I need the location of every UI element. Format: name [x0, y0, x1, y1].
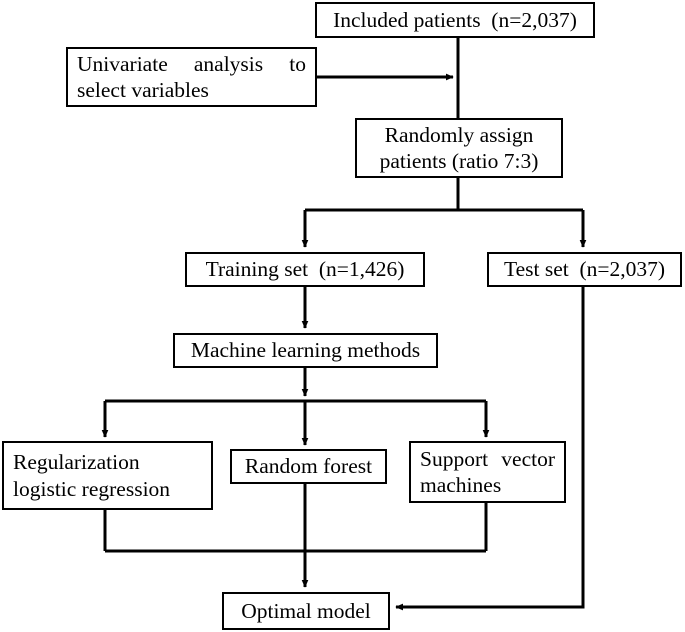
node-training-set-label: Training set (n=1,426) [205, 257, 405, 282]
node-univariate-line2: select variables [77, 78, 209, 102]
node-support-vector-machines[interactable]: Support vector machines [409, 441, 566, 503]
node-svm-line2: machines [420, 473, 502, 497]
node-optimal-model-label: Optimal model [241, 598, 371, 623]
node-svm-line1: Support vector [420, 446, 555, 472]
node-regularization-line2: logistic regression [13, 476, 171, 501]
node-included-patients-label: Included patients (n=2,037) [333, 7, 577, 32]
node-randomly-assign-line2: patients (ratio 7:3) [379, 149, 539, 173]
node-randomly-assign-line1: Randomly assign [384, 122, 534, 147]
node-included-patients[interactable]: Included patients (n=2,037) [315, 2, 595, 38]
node-regularization-logistic-regression[interactable]: Regularization logistic regression [2, 441, 213, 510]
node-random-forest-label: Random forest [244, 454, 373, 479]
node-optimal-model[interactable]: Optimal model [222, 592, 390, 630]
node-training-set[interactable]: Training set (n=1,426) [185, 252, 425, 287]
node-random-forest[interactable]: Random forest [230, 449, 387, 484]
node-univariate-line1: Univariate analysis to [77, 51, 306, 77]
node-ml-methods-label: Machine learning methods [190, 338, 421, 363]
node-regularization-line1: Regularization [13, 450, 140, 475]
node-test-set[interactable]: Test set (n=2,037) [487, 252, 682, 287]
node-univariate-analysis[interactable]: Univariate analysis to select variables [66, 47, 317, 107]
node-test-set-label: Test set (n=2,037) [503, 257, 666, 282]
node-univariate-word-2: analysis [193, 51, 264, 76]
node-svm-word-1: Support [420, 446, 489, 471]
node-randomly-assign[interactable]: Randomly assign patients (ratio 7:3) [355, 118, 563, 178]
node-univariate-word-1: Univariate [77, 51, 168, 76]
node-svm-word-2: vector [501, 446, 555, 471]
node-univariate-word-3: to [289, 51, 306, 76]
node-machine-learning-methods[interactable]: Machine learning methods [173, 333, 438, 368]
